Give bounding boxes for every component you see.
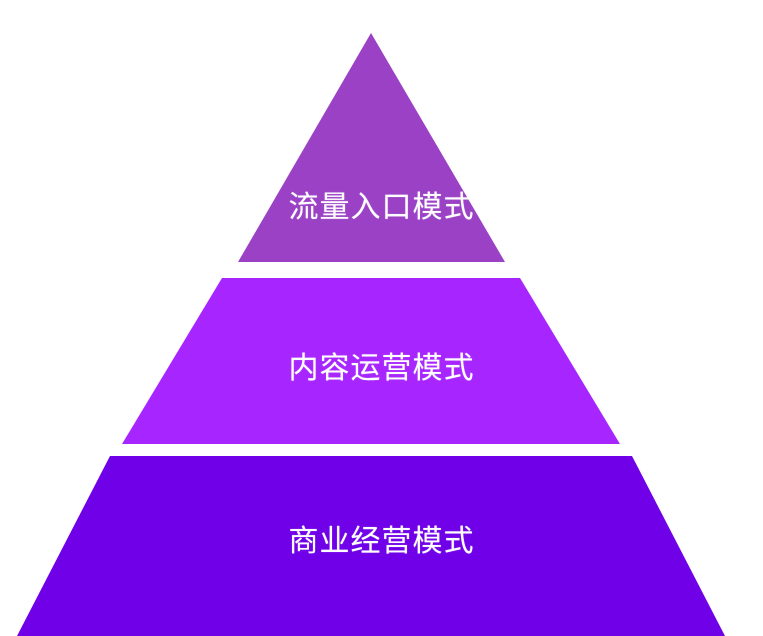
pyramid-tier-3-shape[interactable] [17, 456, 725, 636]
pyramid-tier-1-shape[interactable] [238, 33, 505, 262]
pyramid-tier-2-shape[interactable] [122, 278, 620, 444]
